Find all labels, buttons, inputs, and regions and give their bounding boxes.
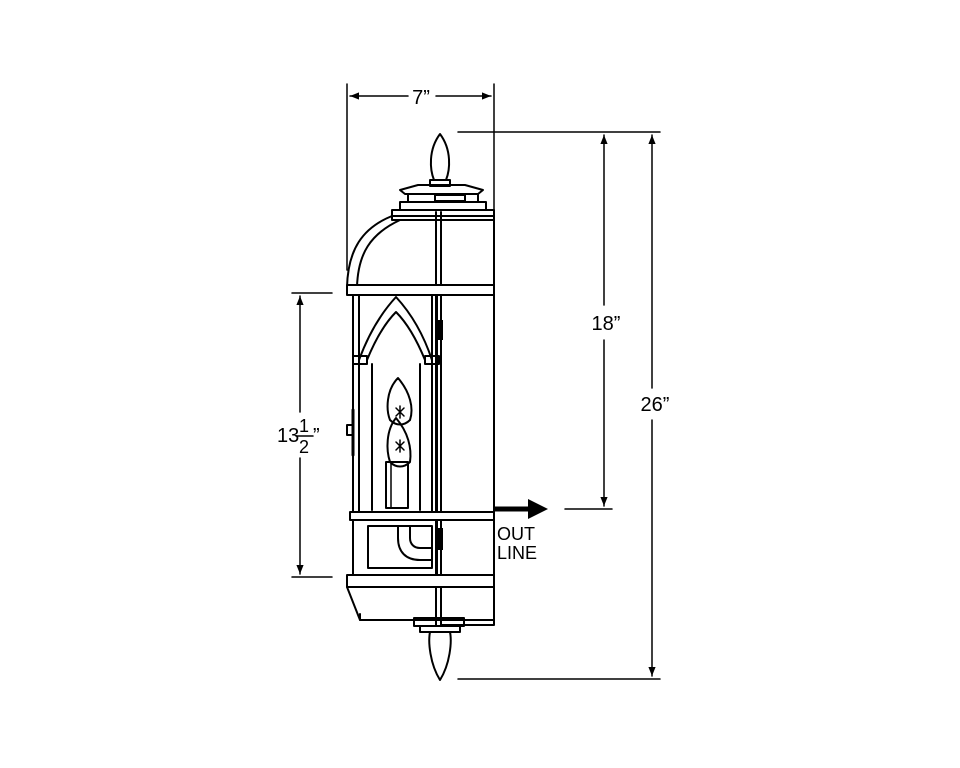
outlet-arrow (494, 499, 548, 519)
width-dimension: 7” (346, 83, 495, 271)
outlet-label-line2: LINE (497, 543, 537, 563)
gothic-arch (352, 296, 440, 511)
backplate-height-denominator: 2 (299, 437, 309, 457)
top-finial (391, 133, 495, 221)
outlet-height-label: 18” (592, 313, 621, 335)
backplate-height-quote: ” (313, 425, 320, 447)
outlet-label-line1: OUT (497, 524, 535, 544)
lower-box (352, 519, 438, 576)
outlet-height-dimension: 18” (564, 134, 621, 510)
backplate-height-whole: 13 (277, 425, 299, 447)
backplate-height-dimension: 13 1 2 ” (277, 292, 333, 578)
mid-band (349, 511, 495, 521)
overall-height-label: 26” (641, 394, 670, 416)
glass-frame (352, 294, 438, 516)
hardware (346, 320, 443, 550)
lantern-body (346, 133, 495, 681)
candle-flame (385, 377, 413, 509)
dome-cap (346, 215, 495, 288)
top-band (346, 284, 495, 296)
back-plate (440, 219, 495, 626)
width-label: 7” (412, 87, 430, 109)
bottom-band (346, 574, 495, 588)
overall-height-dimension: 26” (457, 131, 670, 680)
bottom-finial (428, 631, 452, 681)
backplate-height-numerator: 1 (299, 416, 309, 436)
